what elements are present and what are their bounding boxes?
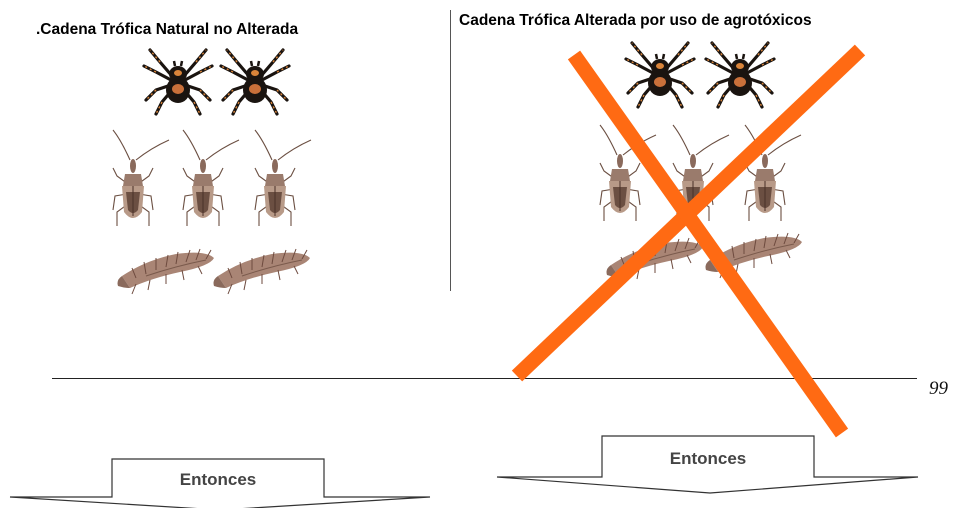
spider-image	[624, 41, 696, 109]
bug-image	[112, 129, 170, 227]
spider-image	[142, 48, 214, 116]
prohibition-cross-icon	[511, 44, 866, 438]
vertical-divider	[450, 10, 451, 291]
right-panel-title: Cadena Trófica Alterada por uso de agrot…	[459, 12, 812, 29]
bug-image	[182, 129, 240, 227]
entonces-right-label: Entonces	[669, 449, 747, 468]
spider-image	[219, 48, 291, 116]
bug-image	[254, 129, 312, 227]
larva-image	[117, 248, 215, 295]
horizontal-divider	[52, 378, 917, 379]
page-number: 99	[929, 378, 948, 399]
entonces-left-label: Entonces	[179, 470, 257, 489]
larva-image	[213, 248, 311, 295]
spider-image	[704, 41, 776, 109]
left-panel-title: .Cadena Trófica Natural no Alterada	[36, 21, 299, 38]
left-down-arrow	[9, 458, 431, 508]
right-down-arrow	[496, 435, 919, 494]
